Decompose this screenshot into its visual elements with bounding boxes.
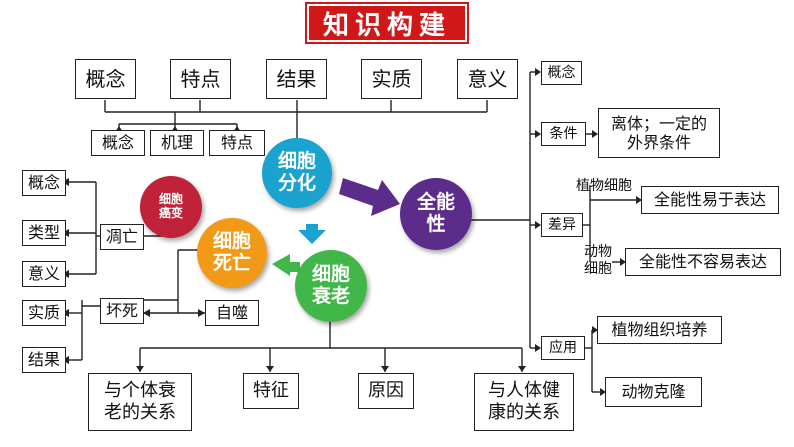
cell-cancer-circle: 细胞 癌变 xyxy=(140,176,202,238)
arrow-differentiation-to-totipotency xyxy=(339,178,400,216)
top-essence-box: 实质 xyxy=(361,59,422,99)
right-concept-box: 概念 xyxy=(541,61,582,85)
left-concept-box: 概念 xyxy=(22,170,66,196)
sub-features-box: 特点 xyxy=(209,130,265,156)
human-health-relation-box: 与人体健 康的关系 xyxy=(474,373,574,431)
autophagy-box: 自噬 xyxy=(205,300,259,326)
application-box: 应用 xyxy=(541,336,585,360)
sub-concept-box: 概念 xyxy=(91,130,145,156)
features-box: 特征 xyxy=(243,373,299,409)
animal-cell-label: 动物 细胞 xyxy=(584,244,612,277)
cell-death-circle: 细胞 死亡 xyxy=(197,218,267,288)
conditions-box: 条件 xyxy=(541,122,586,146)
cell-aging-circle: 细胞 衰老 xyxy=(295,250,367,322)
plant-tissue-culture-box: 植物组织培养 xyxy=(597,316,722,344)
left-meaning-box: 意义 xyxy=(22,261,66,287)
necrosis-box: 坏死 xyxy=(100,298,144,324)
animal-cloning-box: 动物克隆 xyxy=(605,377,702,407)
plant-detail-box: 全能性易于表达 xyxy=(641,186,779,214)
cell-differentiation-circle: 细胞 分化 xyxy=(262,138,332,208)
left-type-box: 类型 xyxy=(22,220,66,246)
top-meaning-box: 意义 xyxy=(457,59,518,99)
left-essence-box: 实质 xyxy=(22,300,66,326)
causes-box: 原因 xyxy=(358,373,414,409)
page-title: 知识构建 xyxy=(307,4,467,42)
totipotency-circle: 全能 性 xyxy=(400,178,472,250)
conditions-detail-box: 离体；一定的 外界条件 xyxy=(598,108,720,158)
individual-aging-relation-box: 与个体衰 老的关系 xyxy=(88,373,192,431)
sub-mechanism-box: 机理 xyxy=(150,130,204,156)
difference-box: 差异 xyxy=(541,213,583,237)
arrow-differentiation-to-aging xyxy=(298,224,326,244)
top-concept-box: 概念 xyxy=(75,59,136,99)
left-result-box: 结果 xyxy=(22,347,66,373)
apoptosis-box: 凋亡 xyxy=(100,224,144,250)
top-features-box: 特点 xyxy=(170,59,231,99)
plant-cell-label: 植物细胞 xyxy=(576,178,632,194)
animal-detail-box: 全能性不容易表达 xyxy=(625,248,781,276)
top-result-box: 结果 xyxy=(266,59,327,99)
arrow-aging-to-death xyxy=(272,254,300,276)
